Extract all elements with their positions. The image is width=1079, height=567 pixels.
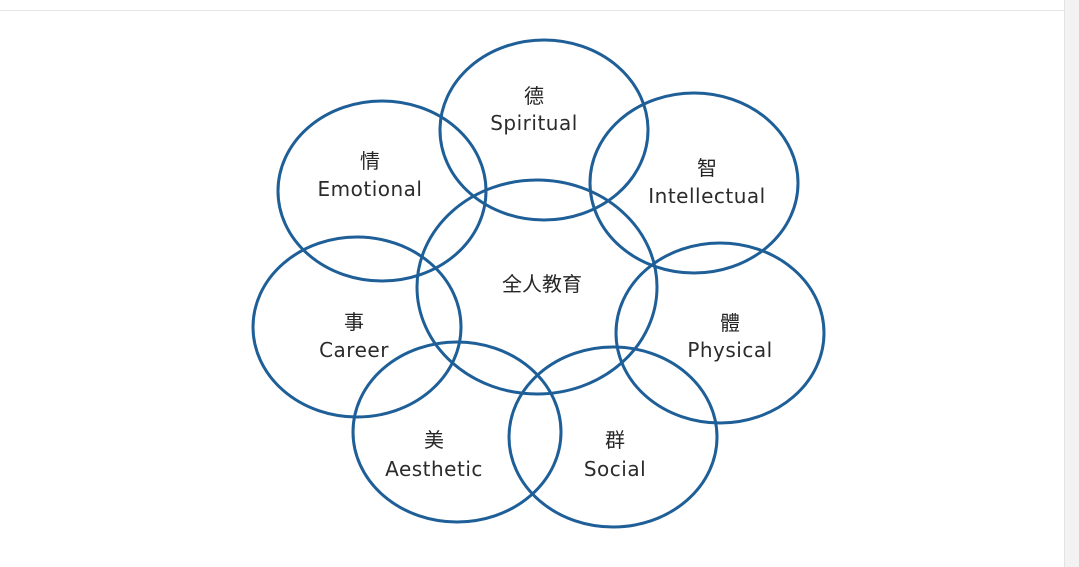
circle-intellectual	[588, 91, 800, 275]
label-physical: 體 Physical	[687, 311, 772, 362]
label-career-cn: 事	[344, 310, 364, 334]
label-emotional: 情 Emotional	[318, 149, 423, 201]
label-career-en: Career	[319, 338, 389, 362]
label-intellectual-cn: 智	[697, 156, 717, 180]
label-spiritual-cn: 德	[524, 84, 544, 108]
top-border	[0, 0, 1079, 11]
label-career: 事 Career	[319, 310, 389, 362]
label-center: 全人教育	[502, 272, 582, 296]
label-emotional-en: Emotional	[318, 177, 423, 201]
label-intellectual: 智 Intellectual	[648, 156, 765, 208]
circle-career	[251, 235, 463, 419]
circle-aesthetic	[351, 340, 563, 524]
label-aesthetic: 美 Aesthetic	[385, 428, 483, 481]
label-social-cn: 群	[605, 428, 625, 452]
label-spiritual-en: Spiritual	[490, 111, 578, 135]
label-physical-cn: 體	[720, 311, 740, 335]
label-intellectual-en: Intellectual	[648, 184, 765, 208]
circle-center	[415, 178, 659, 396]
label-center-cn: 全人教育	[502, 272, 582, 296]
circle-spiritual	[438, 38, 650, 222]
label-aesthetic-cn: 美	[424, 428, 444, 452]
label-physical-en: Physical	[687, 338, 772, 362]
label-aesthetic-en: Aesthetic	[385, 457, 483, 481]
label-spiritual: 德 Spiritual	[490, 84, 578, 135]
label-social-en: Social	[584, 457, 646, 481]
circle-social	[507, 345, 719, 529]
label-social: 群 Social	[584, 428, 646, 481]
right-scrollbar-track[interactable]	[1064, 0, 1079, 567]
label-emotional-cn: 情	[360, 149, 380, 173]
circle-physical	[614, 241, 826, 425]
